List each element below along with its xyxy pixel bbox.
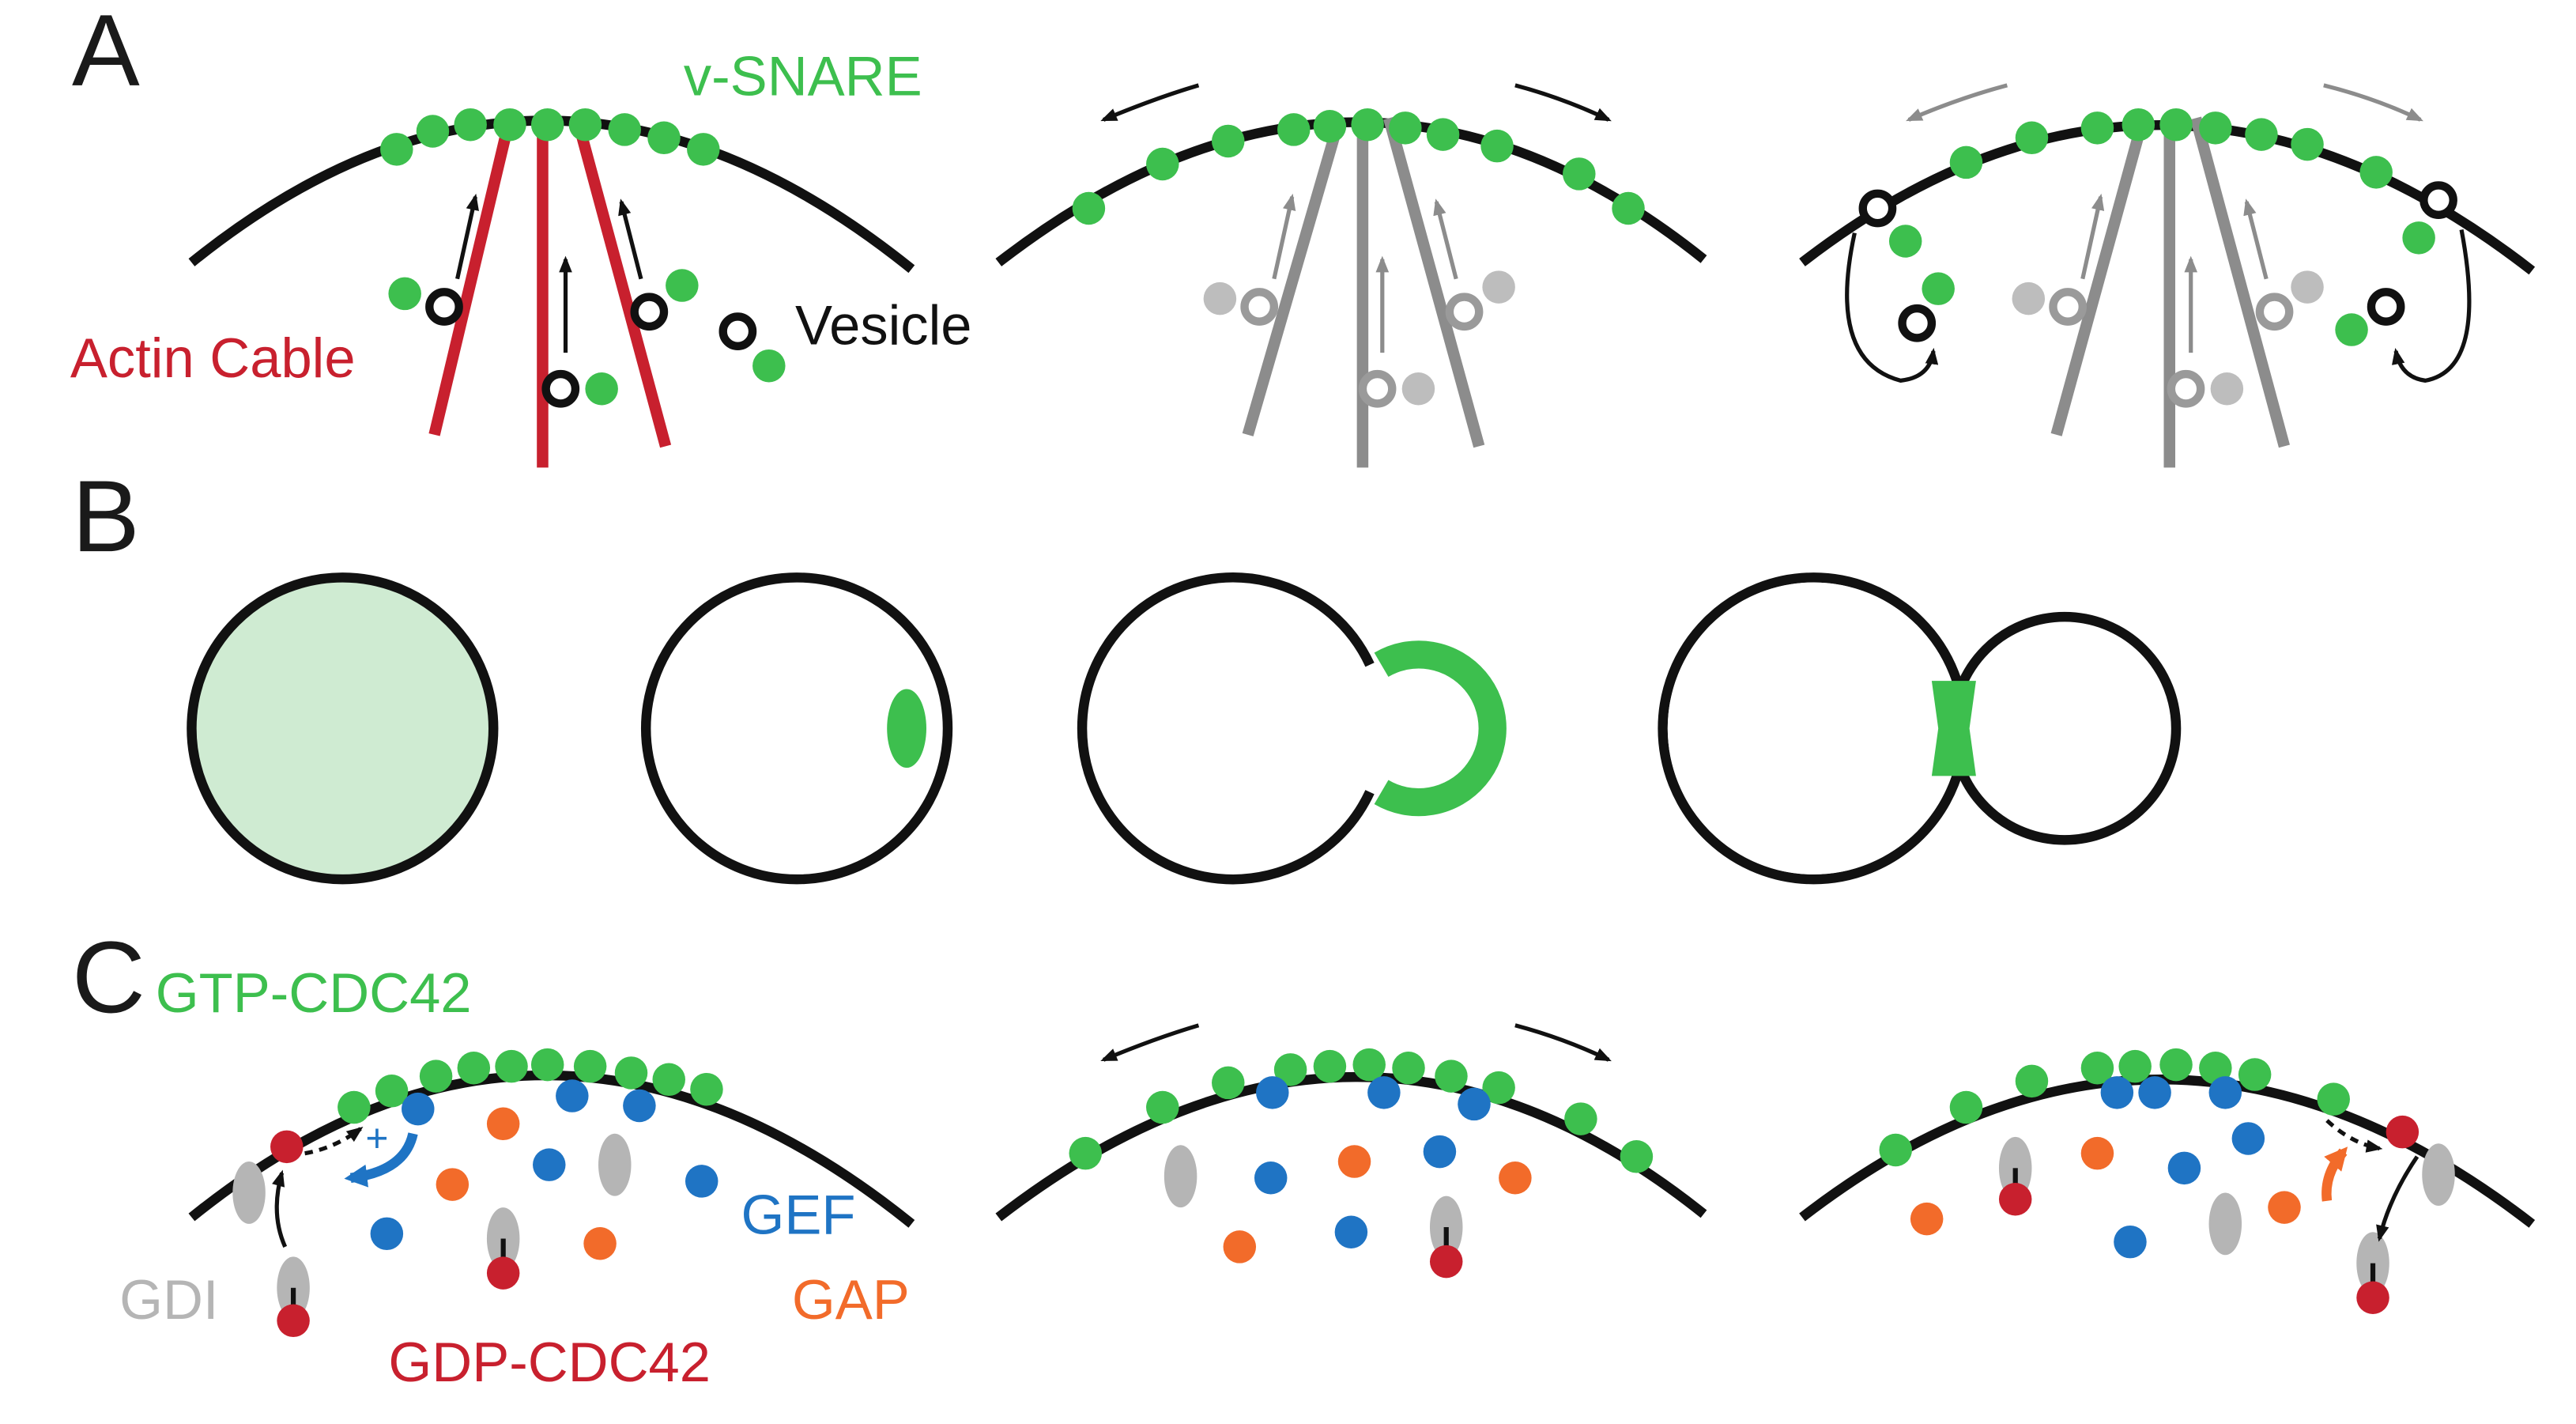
vsnare-label: v-SNARE (684, 44, 922, 107)
gdi-tethers (2012, 1168, 2376, 1286)
panel-c-cell-1: + (188, 1048, 915, 1338)
diffusion-arrow-left (1100, 1023, 1200, 1062)
diffusion-arrow-left (1100, 83, 1200, 122)
gdi-tethers (290, 1238, 506, 1309)
transport-arrows (455, 193, 643, 353)
faded-vesicles (1240, 288, 1484, 408)
polarized-cell (640, 572, 953, 885)
gef-label: GEF (741, 1183, 856, 1245)
faded-arrow-left (1906, 83, 2008, 122)
diffusion-arrow-right (1514, 1023, 1612, 1062)
gef-molecules (370, 1079, 718, 1251)
faded-vesicles (2049, 288, 2294, 408)
gtp-cdc42-cluster (338, 1048, 723, 1124)
septin-ring (1931, 681, 1976, 776)
gdp-cdc42-molecules (1998, 1115, 2419, 1314)
gap-molecules (436, 1107, 617, 1260)
actin-cables (2050, 116, 2291, 468)
plasma-membrane (995, 117, 1707, 266)
vesicle-snares (388, 269, 786, 406)
actin-cables (428, 116, 672, 468)
plasma-membrane (188, 115, 915, 274)
vsnare-dispersing (1072, 108, 1645, 225)
faded-arrow-right (2323, 83, 2423, 122)
gdp-cdc42-label: GDP-CDC42 (388, 1331, 711, 1393)
panel-b-letter: B (72, 460, 140, 573)
activation-arrow (304, 1127, 364, 1156)
panel-a-letter: A (72, 0, 140, 108)
plasma-membrane (995, 1072, 1707, 1222)
bud-ring (1374, 640, 1507, 817)
vsnare-cluster (1949, 108, 2393, 189)
panel-a-cell-1 (188, 108, 915, 468)
gap-action-arrow (2321, 1146, 2348, 1202)
vesicle-label: Vesicle (795, 294, 971, 357)
endocytic-snares (1888, 221, 2435, 346)
endocytic-vesicles (1858, 181, 2457, 342)
faded-snares (2012, 270, 2324, 406)
vesicles (425, 288, 757, 408)
panel-a-cell-2 (995, 83, 1707, 468)
gef-feedback-arrow (344, 1132, 418, 1188)
gtp-cdc42-cluster (1879, 1048, 2350, 1167)
gef-molecules (2100, 1076, 2265, 1259)
faded-arrows (2080, 193, 2269, 353)
faded-snares (1203, 270, 1515, 406)
panel-c-letter: C (72, 921, 145, 1034)
panel-b: B (72, 460, 2182, 885)
polarity-patch (887, 689, 926, 769)
gdi-extraction-arrow (2376, 1155, 2419, 1242)
gdi-extraction-arrow (272, 1169, 288, 1248)
vsnare-cluster (380, 108, 720, 166)
gdi-label: GDI (119, 1268, 218, 1331)
gap-molecules (1223, 1145, 1532, 1263)
gdp-cdc42 (1429, 1245, 1463, 1279)
gap-molecules (1910, 1136, 2301, 1236)
actin-cable-label: Actin Cable (70, 327, 356, 389)
budding-cell (1077, 572, 1507, 885)
gtp-cdc42-dispersing (1069, 1048, 1654, 1173)
dividing-cell (1658, 572, 2182, 885)
uniform-cdc42-cell (187, 572, 499, 885)
diffusion-arrow-right (1514, 83, 1612, 122)
recycling-arrows (1845, 229, 2472, 383)
panel-c-cell-3 (1799, 1048, 2536, 1314)
panel-a-cell-3 (1799, 83, 2536, 468)
gap-label: GAP (792, 1268, 910, 1331)
gtp-cdc42-label: GTP-CDC42 (156, 961, 472, 1024)
panel-c-cell-2 (995, 1023, 1707, 1279)
gdi-molecules (1164, 1145, 1463, 1259)
gef-molecules (1254, 1076, 1491, 1248)
actin-cables (1242, 116, 1485, 468)
gdp-cdc42-molecules (270, 1130, 520, 1338)
positive-feedback-sign: + (365, 1116, 388, 1161)
inactivation-arrow (2325, 1119, 2383, 1153)
panel-c: C GTP-CDC42 GEF GAP GDI GDP-CDC42 (72, 921, 2536, 1393)
panel-a: A v-SNARE Actin Cable Vesicle (70, 0, 2536, 468)
faded-arrows (1272, 193, 1458, 353)
